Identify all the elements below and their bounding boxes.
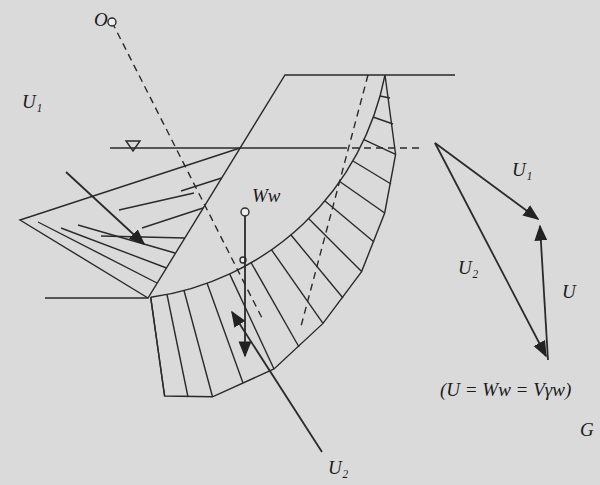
force-label: U (562, 282, 576, 301)
equation-note: (U = Ww = Vγw) (440, 380, 571, 399)
force-label: U₂ (328, 458, 348, 477)
force-label: U₂ (458, 258, 478, 277)
force-label: Ww (252, 186, 281, 205)
force-label: U₁ (512, 160, 532, 179)
centre-label: O (94, 10, 108, 29)
force-label: U₁ (22, 92, 42, 111)
figure-letter: G (580, 420, 594, 439)
